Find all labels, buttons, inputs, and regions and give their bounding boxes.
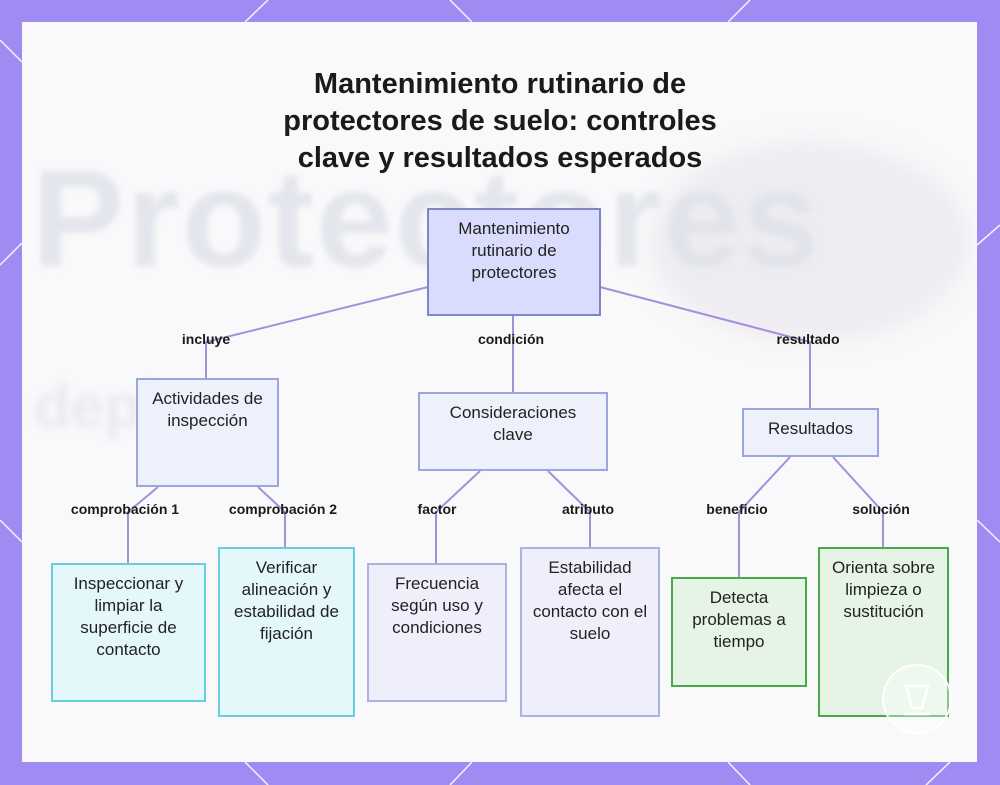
- edge-factor: [435, 470, 481, 563]
- watermark-text: Protectores: [32, 140, 821, 299]
- edge-solucion: [832, 456, 884, 547]
- edge-beneficio: [738, 456, 791, 577]
- node-consideraciones-label: Consideraciones clave: [449, 403, 577, 444]
- node-resultados-label: Resultados: [767, 419, 854, 438]
- node-frecuencia[interactable]: Frecuencia según uso y condiciones: [367, 563, 507, 702]
- edge-label-beneficio: beneficio: [706, 501, 768, 517]
- edge-label-condicion: condición: [477, 331, 545, 347]
- edge-label-incluye: incluye: [181, 331, 231, 347]
- edge-comprobacion1: [127, 486, 159, 563]
- edge-label-solucion: solución: [852, 501, 910, 517]
- edge-label-comprobacion1: comprobación 1: [70, 501, 180, 517]
- page-title: Mantenimiento rutinario de protectores d…: [283, 68, 717, 174]
- node-consideraciones[interactable]: Consideraciones clave: [418, 392, 608, 471]
- edge-label-atributo: atributo: [561, 501, 615, 517]
- brand-logo-icon: [882, 664, 952, 734]
- node-detecta[interactable]: Detecta problemas a tiempo: [671, 577, 807, 687]
- node-resultados[interactable]: Resultados: [742, 408, 879, 457]
- edge-atributo: [547, 470, 591, 547]
- node-frecuencia-label: Frecuencia según uso y condiciones: [391, 574, 483, 637]
- edge-comprobacion2: [257, 486, 286, 547]
- node-inspeccionar-label: Inspeccionar y limpiar la superficie de …: [73, 574, 184, 659]
- edge-resultado: [599, 286, 811, 408]
- node-orienta-label: Orienta sobre limpieza o sustitución: [832, 558, 935, 621]
- node-inspeccionar[interactable]: Inspeccionar y limpiar la superficie de …: [51, 563, 206, 702]
- edge-label-comprobacion2: comprobación 2: [228, 501, 338, 517]
- node-verificar[interactable]: Verificar alineación y estabilidad de fi…: [218, 547, 355, 717]
- node-actividades[interactable]: Actividades de inspección: [136, 378, 279, 487]
- watermark-shape: [650, 142, 970, 342]
- node-detecta-label: Detecta problemas a tiempo: [692, 588, 786, 651]
- node-root[interactable]: Mantenimiento rutinario de protectores: [427, 208, 601, 316]
- node-estabilidad-label: Estabilidad afecta el contacto con el su…: [532, 558, 648, 643]
- edge-incluye: [205, 286, 429, 378]
- node-estabilidad[interactable]: Estabilidad afecta el contacto con el su…: [520, 547, 660, 717]
- node-verificar-label: Verificar alineación y estabilidad de fi…: [234, 558, 339, 643]
- node-root-label: Mantenimiento rutinario de protectores: [458, 219, 570, 282]
- node-actividades-label: Actividades de inspección: [152, 389, 263, 430]
- edge-label-resultado: resultado: [776, 331, 840, 347]
- edge-label-factor: factor: [417, 501, 457, 517]
